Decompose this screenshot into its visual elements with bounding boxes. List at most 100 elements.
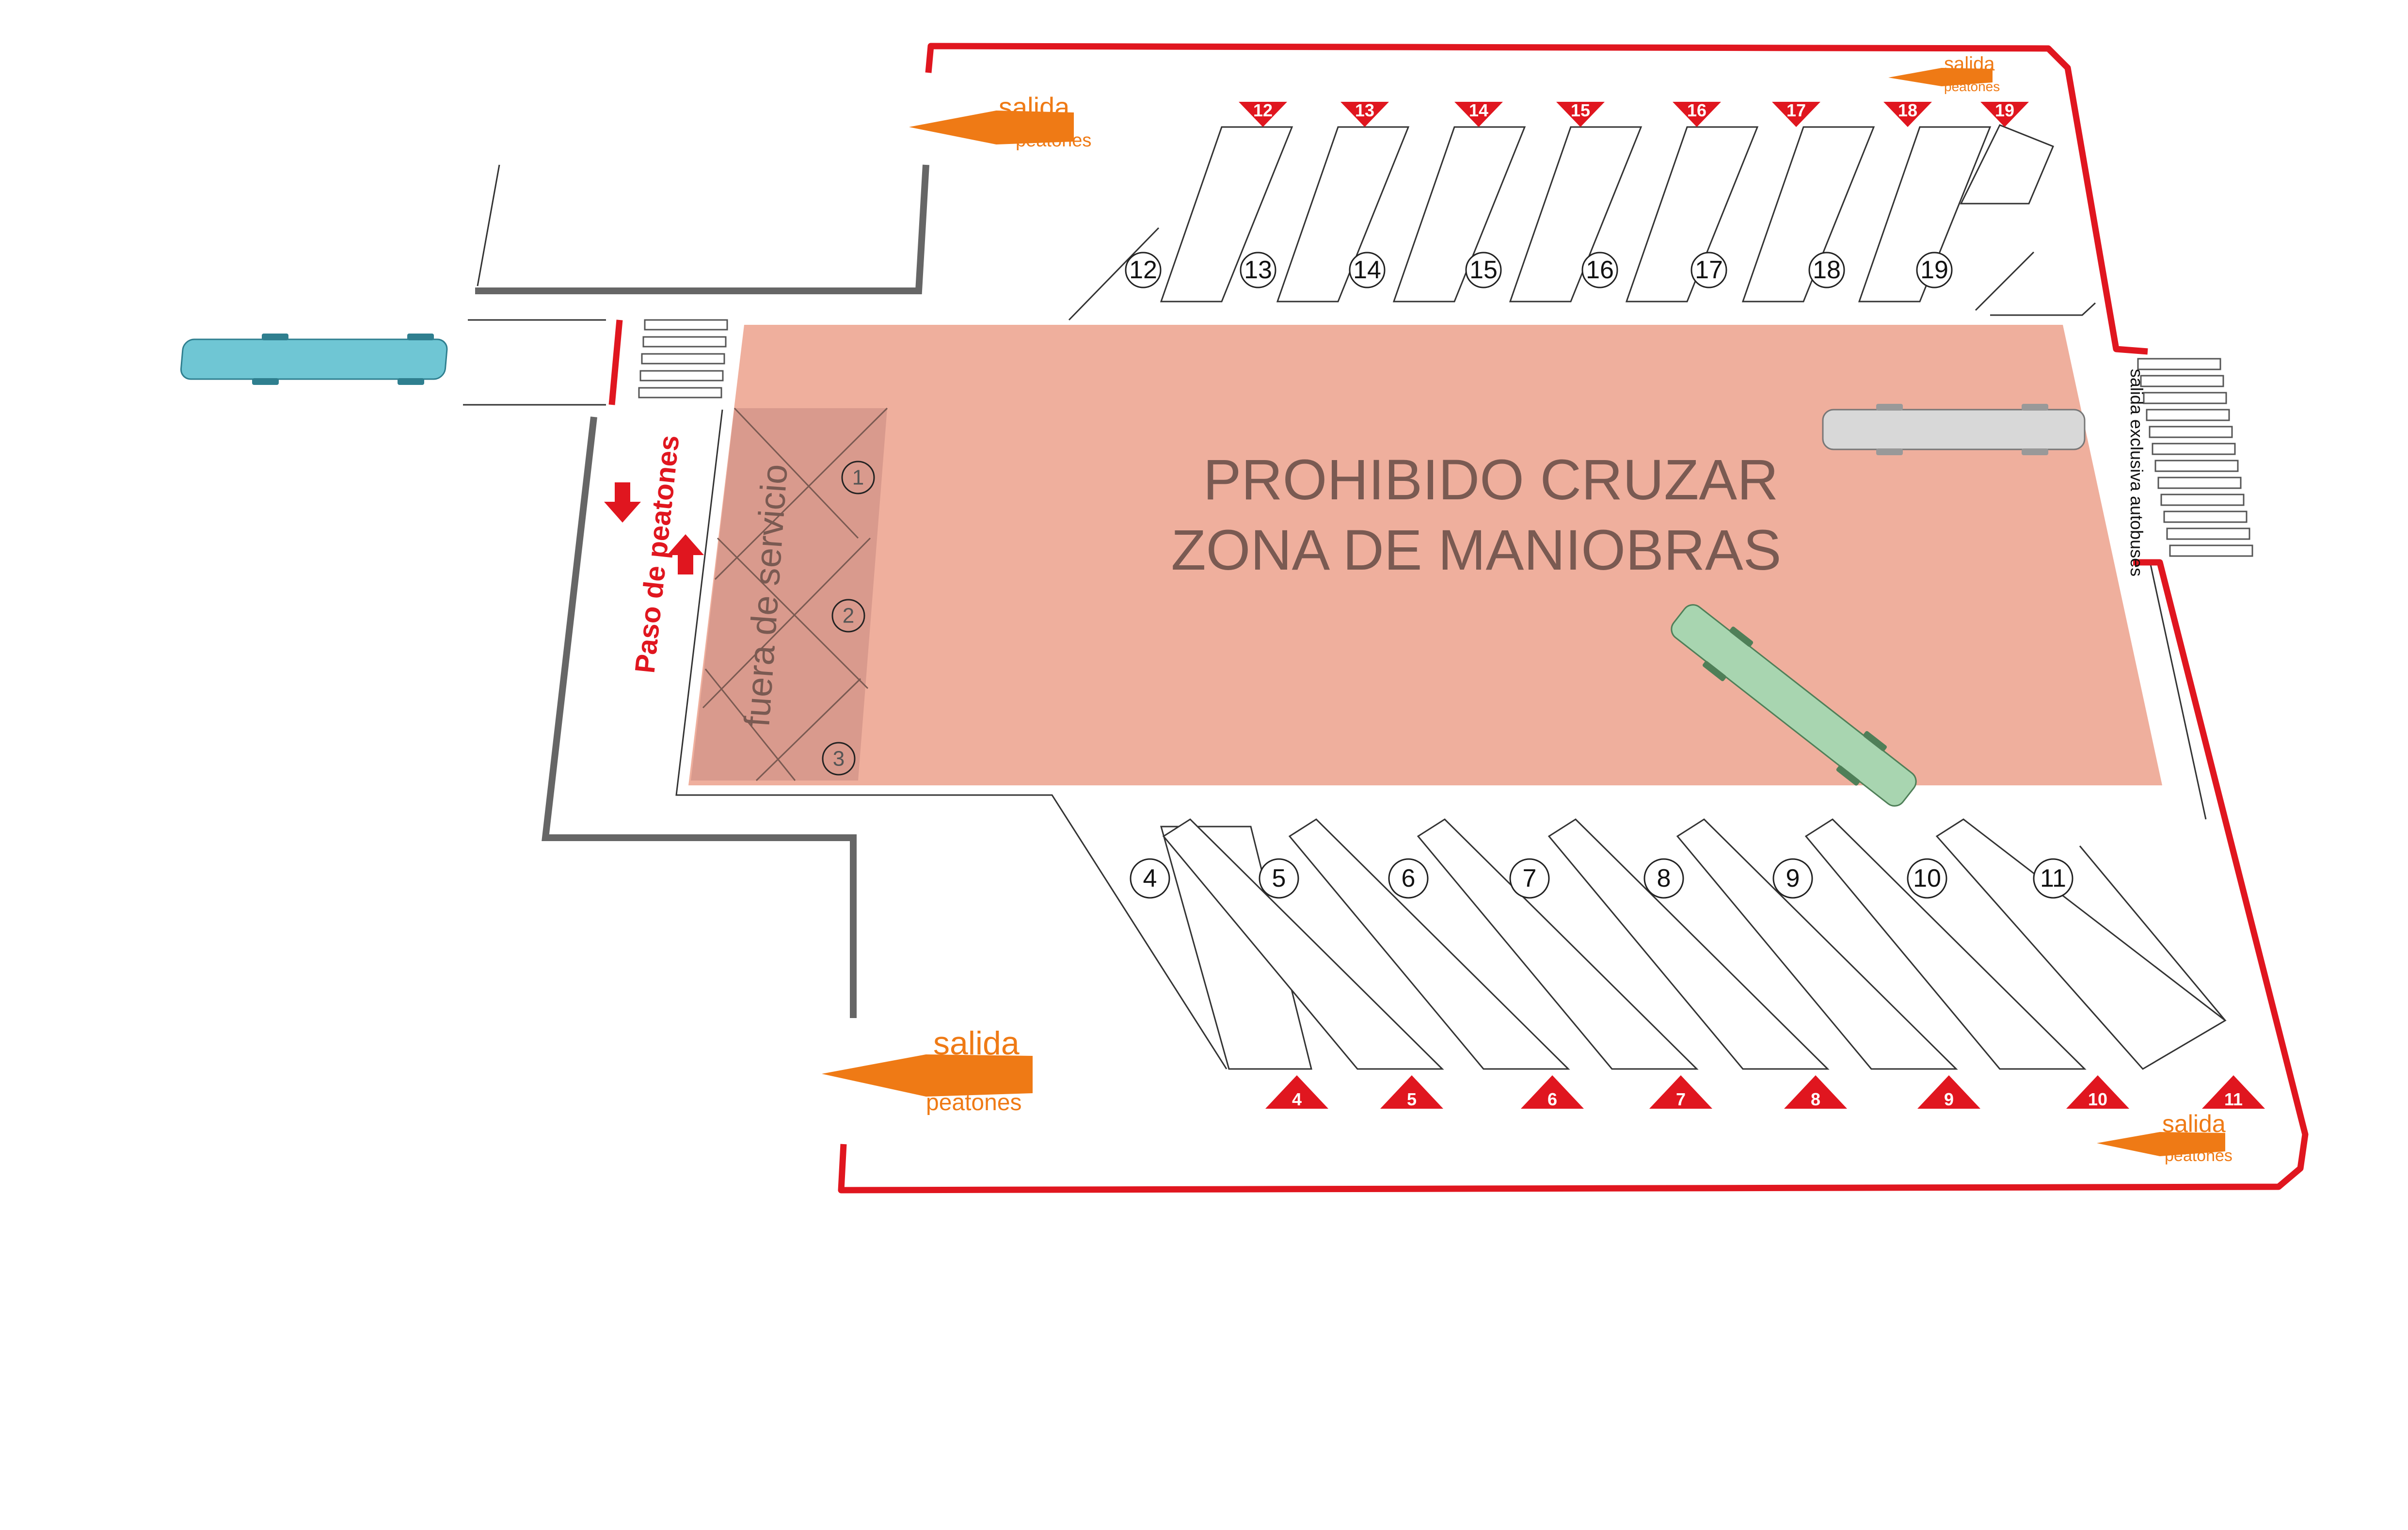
exit-top-right-word2: peatones: [1944, 79, 2000, 94]
top-marker-15: [1556, 102, 1605, 127]
bottom-bay-label-6: 6: [1402, 864, 1416, 892]
top-marker-18-num: 18: [1898, 100, 1917, 120]
crosswalk-left: [638, 319, 728, 398]
top-marker-18: [1883, 102, 1932, 127]
bottom-bays: [1160, 818, 2227, 1070]
exit-bottom-left-word1: salida: [933, 1025, 1020, 1062]
bottom-bay-label-10: 10: [1913, 864, 1941, 892]
top-bay-18: [1858, 126, 1992, 303]
building-walls: [475, 164, 929, 1018]
top-marker-16: [1673, 102, 1721, 127]
bottom-bay-8: [1547, 818, 1830, 1070]
bottom-bay-label-11: 11: [2040, 864, 2066, 892]
top-bay-15: [1509, 126, 1643, 303]
bottom-marker-5-num: 5: [1407, 1089, 1417, 1109]
bottom-bay-labels: 4 5 6 7 8 9 10 11: [1130, 858, 2073, 899]
top-marker-17: [1772, 102, 1820, 127]
exit-bottom-left: salida peatones: [822, 1025, 1033, 1116]
exit-top-left-word1: salida: [999, 92, 1070, 122]
exit-top-left-word2: peatones: [1016, 130, 1091, 151]
bottom-marker-11-num: 11: [2224, 1089, 2243, 1109]
top-marker-12-num: 12: [1253, 100, 1273, 120]
wall-top-left: [475, 164, 929, 294]
bus-icon-green: [1671, 604, 1917, 807]
bottom-bay-6: [1288, 818, 1570, 1070]
top-bay-12: [1160, 126, 1293, 303]
arrow-left-icon: [2097, 1132, 2225, 1156]
bottom-marker-7: [1649, 1075, 1712, 1109]
bottom-markers: 4 5 6 7 8 9 10 11: [1265, 1075, 2265, 1109]
top-bay-16: [1625, 126, 1759, 303]
bottom-marker-7-num: 7: [1676, 1089, 1686, 1109]
top-bay-label-15: 15: [1469, 256, 1498, 284]
top-bay-labels: 12 13 14 15 16 17 18 19: [1125, 252, 1953, 288]
bottom-marker-11: [2202, 1075, 2265, 1109]
zone-title-line2: ZONA DE MANIOBRAS: [1171, 518, 1782, 582]
service-bay-1: 1: [841, 461, 875, 494]
top-bay-label-16: 16: [1586, 256, 1614, 284]
top-bay-label-18: 18: [1813, 256, 1841, 284]
top-bay-14: [1392, 126, 1526, 303]
arrow-left-icon: [822, 1054, 1033, 1097]
top-marker-16-num: 16: [1687, 100, 1706, 120]
bus-icon-grey: [1822, 404, 2086, 455]
bottom-marker-8-num: 8: [1811, 1089, 1820, 1109]
floor-outline: [463, 164, 2226, 1069]
top-marker-19: [1980, 102, 2029, 127]
top-bay-17: [1741, 126, 1875, 303]
bottom-marker-6: [1521, 1075, 1584, 1109]
top-bay-13: [1276, 126, 1410, 303]
bus-exit-label: salida exclusiva autobuses: [2127, 369, 2147, 576]
top-marker-17-num: 17: [1786, 100, 1806, 120]
out-of-service-area: fuera de servicio 1 2 3: [691, 407, 888, 781]
bottom-marker-10-num: 10: [2088, 1089, 2107, 1109]
top-bay-label-14: 14: [1353, 256, 1381, 284]
bottom-marker-8: [1784, 1075, 1847, 1109]
bottom-marker-4-num: 4: [1292, 1089, 1302, 1109]
bottom-bay-9: [1676, 818, 1958, 1070]
exit-bottom-right-word2: peatones: [2165, 1147, 2233, 1165]
top-marker-19-num: 19: [1995, 100, 2014, 120]
top-marker-14-num: 14: [1469, 100, 1488, 120]
service-bay-1-num: 1: [852, 466, 864, 490]
top-bay-label-19: 19: [1920, 256, 1948, 284]
bottom-bay-label-8: 8: [1657, 864, 1671, 892]
red-boundary: [608, 43, 2309, 1194]
exit-top-right-word1: salida: [1944, 53, 1995, 75]
bottom-bay-4: [1160, 826, 1312, 1070]
bottom-bay-5: [1162, 818, 1444, 1070]
service-bay-3: 3: [822, 742, 856, 776]
exit-bottom-left-word2: peatones: [926, 1090, 1022, 1116]
top-bay-label-13: 13: [1244, 256, 1272, 284]
bottom-marker-5: [1380, 1075, 1443, 1109]
top-marker-13-num: 13: [1355, 100, 1374, 120]
bottom-marker-4: [1265, 1075, 1328, 1109]
top-bay-label-12: 12: [1129, 256, 1157, 284]
bottom-marker-9-num: 9: [1944, 1089, 1954, 1109]
top-bay-label-17: 17: [1695, 256, 1723, 284]
crosswalk-right: [2137, 358, 2253, 557]
bottom-bay-label-9: 9: [1786, 864, 1800, 892]
service-bay-2: 2: [831, 599, 865, 633]
bus-icon-blue: [180, 334, 448, 385]
service-bay-2-num: 2: [843, 604, 854, 628]
up-arrow-icon: [667, 534, 704, 574]
down-arrow-icon: [604, 482, 641, 523]
bottom-bay-label-7: 7: [1523, 864, 1537, 892]
arrow-left-icon: [909, 111, 1074, 144]
bottom-bay-11: [1935, 818, 2227, 1070]
bottom-marker-9: [1917, 1075, 1980, 1109]
maneuver-zone: [688, 325, 2162, 785]
out-of-service-fill: [691, 408, 887, 781]
service-bay-3-num: 3: [833, 747, 845, 771]
bottom-bay-label-5: 5: [1272, 864, 1286, 892]
exit-top-right: salida peatones: [1888, 53, 2000, 94]
out-of-service-hatch: [702, 407, 888, 781]
top-bay-19: [1960, 124, 2054, 205]
top-marker-15-num: 15: [1571, 100, 1590, 120]
bottom-marker-6-num: 6: [1547, 1089, 1557, 1109]
exit-top-left: salida peatones: [909, 92, 1091, 151]
exit-bottom-right: salida peatones: [2097, 1110, 2233, 1165]
top-marker-13: [1340, 102, 1389, 127]
